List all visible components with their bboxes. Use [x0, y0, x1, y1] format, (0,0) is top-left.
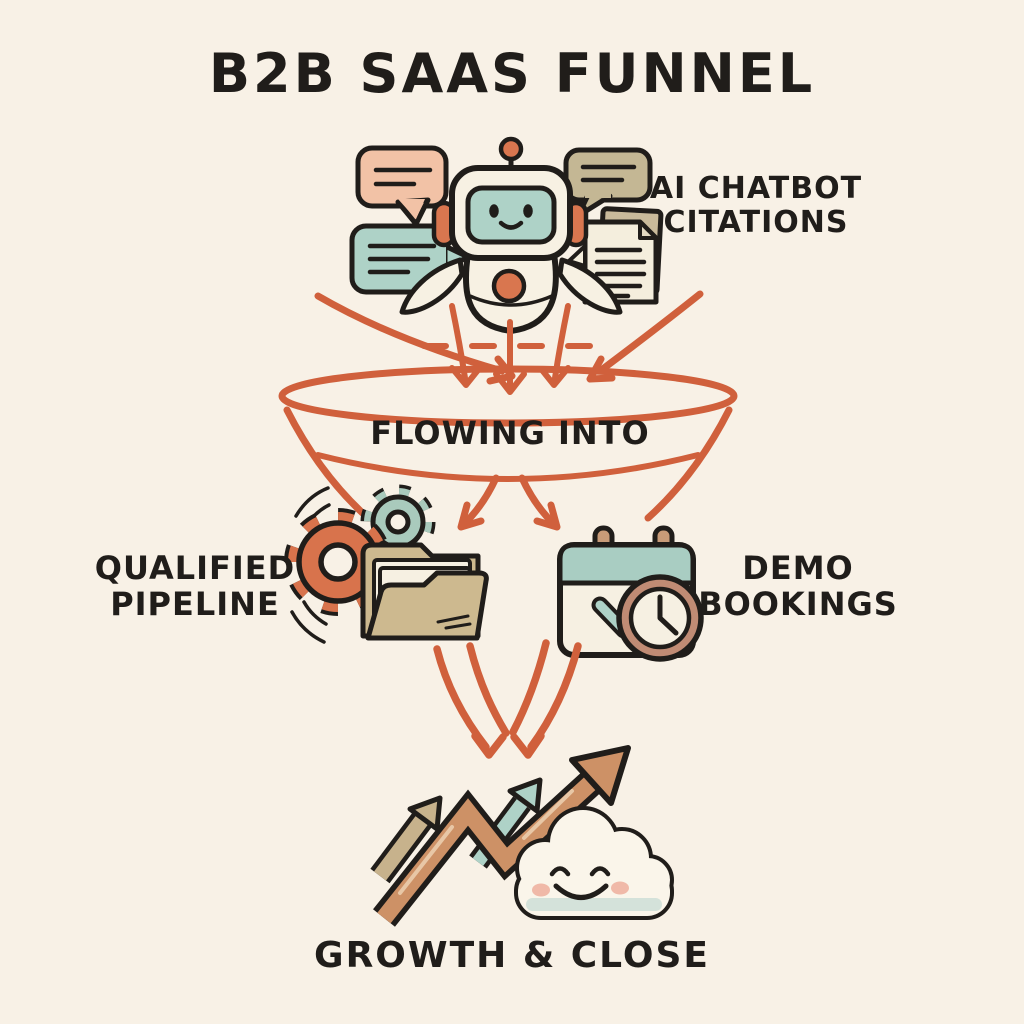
cloud-eyes	[549, 866, 611, 877]
label-qualified-line1: QUALIFIED	[94, 549, 296, 587]
calendar-header	[557, 542, 696, 586]
growth-arrow-zigzag	[373, 745, 631, 927]
robot-left-arm	[399, 257, 465, 315]
cloud-blush	[611, 881, 629, 895]
growth-arrow-tan	[370, 795, 443, 884]
label-growth-close: GROWTH & CLOSE	[314, 935, 710, 976]
robot-antenna-ball	[498, 136, 524, 162]
robot-chatbot-icon	[399, 136, 623, 334]
label-demo-bookings: DEMO BOOKINGS	[698, 549, 898, 623]
label-qualified-pipeline: QUALIFIED PIPELINE	[92, 549, 298, 623]
robot-belly-button	[491, 268, 527, 304]
cloud-smile	[553, 883, 609, 900]
calendar-clock-icon	[557, 525, 704, 662]
label-ai-chatbot-line1: AI CHATBOT	[649, 171, 863, 206]
gears-folder-icon	[284, 484, 489, 644]
robot-face-screen	[465, 185, 557, 245]
folder-icon	[360, 542, 489, 641]
speech-bubble-teal-icon	[349, 223, 471, 295]
gear-teal-icon	[360, 484, 436, 560]
documents-icon	[567, 206, 664, 305]
robot-right-arm	[557, 257, 623, 315]
label-qualified-line2: PIPELINE	[110, 584, 280, 623]
label-demo-line1: DEMO	[742, 549, 854, 587]
convergence-arrows	[433, 639, 582, 759]
label-ai-chatbot-line2: CITATIONS	[663, 204, 849, 240]
label-ai-chatbot-citations: AI CHATBOT CITATIONS	[636, 172, 876, 239]
label-flowing-into: FLOWING INTO	[370, 414, 650, 452]
clock-icon	[616, 574, 704, 662]
page-title: B2B SAAS FUNNEL	[208, 42, 816, 105]
label-demo-line2: BOOKINGS	[698, 584, 898, 623]
growth-chart-cloud-icon	[370, 745, 674, 927]
speech-bubble-peach-icon	[355, 145, 449, 227]
cloud-blush	[532, 883, 550, 897]
funnel-icon	[278, 365, 738, 531]
happy-cloud-icon	[514, 806, 674, 920]
